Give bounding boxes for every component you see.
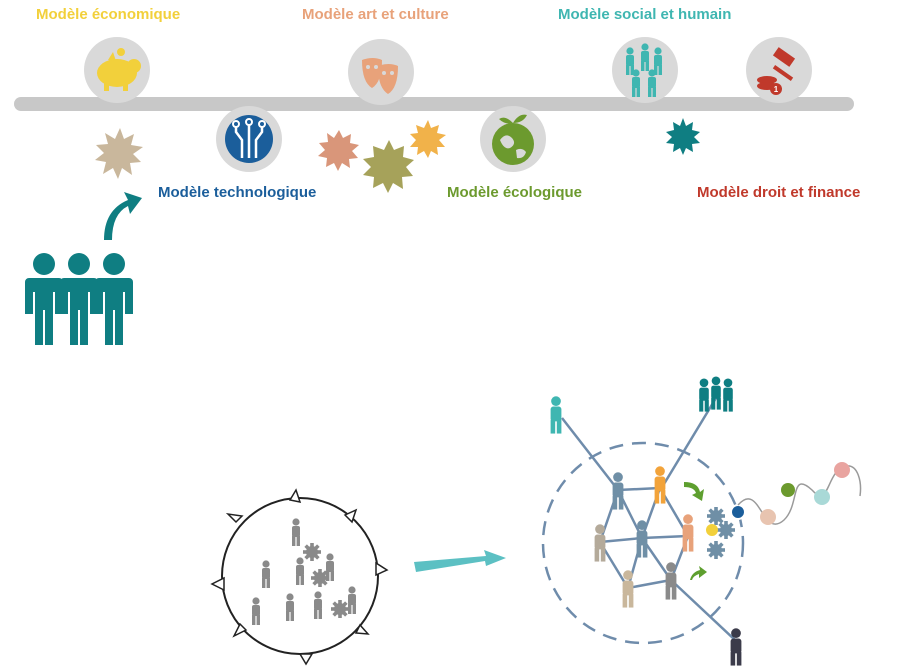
mini-crowd-icon <box>814 489 830 505</box>
starburst-teal <box>666 118 700 155</box>
label-art-culture: Modèle art et culture <box>302 6 449 23</box>
starburst-olive <box>363 140 414 193</box>
label-economique: Modèle économique <box>36 6 181 23</box>
mini-globe-icon <box>781 483 795 497</box>
open-network <box>541 376 862 666</box>
starburst-orange <box>410 120 446 158</box>
label-droit-finance: Modèle droit et finance <box>697 184 861 201</box>
mini-gavel-icon <box>834 462 850 478</box>
ecologique-icon-circle <box>480 106 546 172</box>
svg-text:1: 1 <box>774 85 779 94</box>
group-people-icon <box>25 253 133 345</box>
droit-icon-circle: 1 <box>746 37 812 103</box>
technologique-icon-circle <box>216 106 282 172</box>
gavel-coins-icon: 1 <box>757 47 796 95</box>
globe-sprout-icon <box>492 114 534 165</box>
economique-icon-circle <box>84 37 150 103</box>
timeline-bar <box>14 97 854 111</box>
piggy-bank-icon <box>97 48 141 91</box>
mini-masks-icon <box>760 509 776 525</box>
label-technologique: Modèle technologique <box>158 184 317 201</box>
green-arrow-bottom <box>690 566 707 580</box>
green-arrow-top <box>684 482 704 501</box>
curved-arrow-icon <box>104 192 142 240</box>
social-icon-circle <box>612 37 678 103</box>
art-icon-circle <box>348 39 414 105</box>
label-social-humain: Modèle social et humain <box>558 6 732 23</box>
theater-masks-icon <box>362 58 398 94</box>
starburst-beige <box>95 128 143 179</box>
mini-circuit-icon <box>730 504 746 520</box>
closed-system-circle <box>210 488 389 666</box>
transition-arrow-icon <box>414 550 506 572</box>
starburst-salmon <box>318 130 359 171</box>
circuit-icon <box>225 115 273 163</box>
mini-piggy-icon <box>706 524 718 536</box>
label-ecologique: Modèle écologique <box>447 184 583 201</box>
